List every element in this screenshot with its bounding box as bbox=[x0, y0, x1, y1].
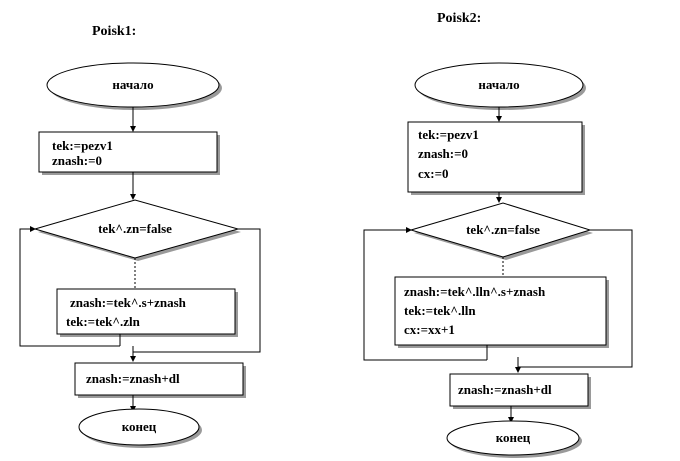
flowchart1-start-label: начало bbox=[112, 77, 153, 92]
flowchart2-final-label: znash:=znash+dl bbox=[458, 382, 552, 397]
flowchart2-final-box: znash:=znash+dl bbox=[449, 373, 591, 409]
flowchart-poisk2: Poisk2: начало tek:=pezv1 znash:=0 cx:=0… bbox=[363, 11, 633, 458]
flowchart2-condition-diamond: tek^.zn=false bbox=[409, 202, 593, 260]
flowchart1-final-label: znash:=znash+dl bbox=[86, 371, 180, 386]
flowchart2-init-line3: cx:=0 bbox=[418, 166, 449, 181]
flowchart1-body-box: znash:=tek^.s+znash tek:=tek^.zln bbox=[56, 288, 238, 337]
flowchart1-init-box: tek:=pezv1 znash:=0 bbox=[38, 131, 220, 175]
flowchart1-init-line1: tek:=pezv1 bbox=[52, 138, 113, 153]
flowchart2-init-line2: znash:=0 bbox=[418, 146, 468, 161]
flowchart1-final-box: znash:=znash+dl bbox=[74, 362, 246, 398]
flowchart1-end-label: конец bbox=[122, 419, 157, 434]
flowchart2-start-node: начало bbox=[414, 62, 586, 110]
flowchart2-body-line3: cx:=xx+1 bbox=[404, 322, 455, 337]
flowchart2-end-node: конец bbox=[446, 420, 582, 458]
flowchart2-init-box: tek:=pezv1 znash:=0 cx:=0 bbox=[407, 121, 585, 195]
flowchart2-end-label: конец bbox=[496, 430, 531, 445]
flowchart1-title: Poisk1: bbox=[92, 24, 136, 39]
flowchart1-init-line2: znash:=0 bbox=[52, 153, 102, 168]
flowchart2-body-line2: tek:=tek^.lln bbox=[404, 303, 476, 318]
flowchart2-init-line1: tek:=pezv1 bbox=[418, 127, 479, 142]
flowchart2-title: Poisk2: bbox=[437, 11, 481, 26]
flowchart2-condition-label: tek^.zn=false bbox=[466, 222, 540, 237]
flowchart1-condition-diamond: tek^.zn=false bbox=[33, 199, 241, 261]
flowchart1-body-line2: tek:=tek^.zln bbox=[66, 314, 141, 329]
flowchart1-start-node: начало bbox=[46, 62, 222, 110]
flowchart2-start-label: начало bbox=[478, 77, 519, 92]
flowchart1-body-line1: znash:=tek^.s+znash bbox=[70, 295, 187, 310]
flowchart2-body-line1: znash:=tek^.lln^.s+znash bbox=[404, 284, 546, 299]
flowchart-poisk1: Poisk1: начало tek:=pezv1 znash:=0 tek^.… bbox=[19, 24, 261, 448]
flowchart2-body-box: znash:=tek^.lln^.s+znash tek:=tek^.lln c… bbox=[394, 276, 609, 348]
flowchart1-condition-label: tek^.zn=false bbox=[98, 221, 172, 236]
flowchart1-end-node: конец bbox=[78, 408, 202, 448]
